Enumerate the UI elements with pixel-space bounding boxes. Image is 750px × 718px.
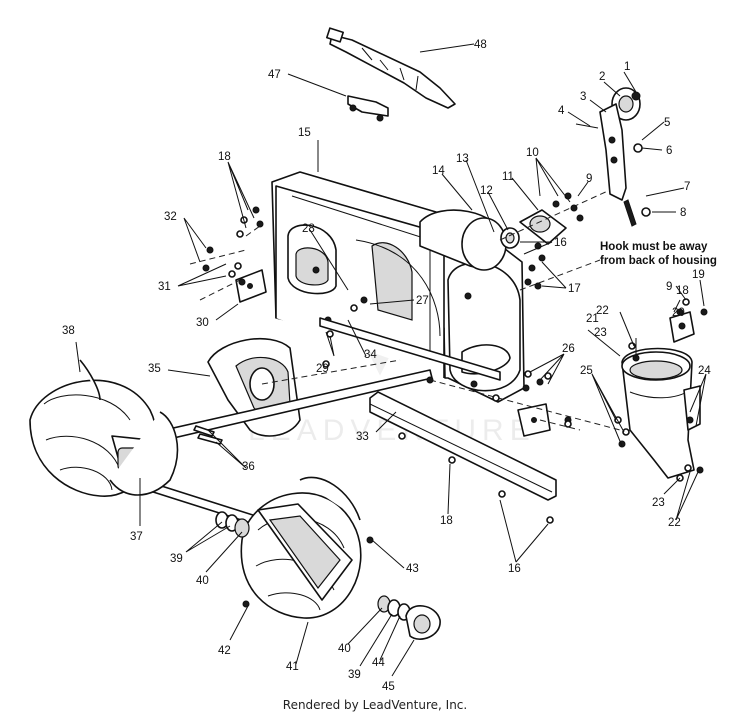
callout-32: 32 xyxy=(164,211,177,223)
note-line-2: from back of housing xyxy=(600,255,717,267)
callout-6: 6 xyxy=(666,145,672,157)
installation-note: Hook must be away from back of housing xyxy=(600,241,717,267)
callout-27: 27 xyxy=(416,295,429,307)
callout-25: 25 xyxy=(580,365,593,377)
drive-shaft xyxy=(325,27,456,109)
right-bearing-stack xyxy=(377,595,441,640)
callout-37: 37 xyxy=(130,531,143,543)
callout-33: 33 xyxy=(356,431,369,443)
footer-credit: Rendered by LeadVenture, Inc. xyxy=(282,698,468,712)
auger-right xyxy=(240,476,362,619)
callout-17: 17 xyxy=(568,283,581,295)
callout-41: 41 xyxy=(286,661,299,673)
callout-40-right: 40 xyxy=(338,643,351,655)
skid-shoe-left xyxy=(235,269,267,303)
callout-labels: 1 2 3 4 5 6 7 8 9 10 11 12 13 14 15 16 1… xyxy=(62,39,711,693)
callout-38: 38 xyxy=(62,325,75,337)
callout-5: 5 xyxy=(664,117,670,129)
callout-23-top: 23 xyxy=(594,327,607,339)
callout-11: 11 xyxy=(502,171,514,183)
callout-16-bottom: 16 xyxy=(508,563,521,575)
callout-22-top: 22 xyxy=(596,305,609,317)
callout-48: 48 xyxy=(474,39,487,51)
callout-1: 1 xyxy=(624,61,630,73)
callout-45: 45 xyxy=(382,681,395,693)
callout-2: 2 xyxy=(599,71,605,83)
callout-22-bottom: 22 xyxy=(668,517,681,529)
callout-4: 4 xyxy=(558,105,565,117)
callout-39-left: 39 xyxy=(170,553,183,565)
scraper-bar xyxy=(319,317,501,381)
pulley-assembly xyxy=(575,87,651,227)
callout-35: 35 xyxy=(148,363,161,375)
discharge-chute xyxy=(621,311,701,479)
callout-18-bottom: 18 xyxy=(440,515,453,527)
callout-43: 43 xyxy=(406,563,419,575)
assembly-lines xyxy=(189,189,621,431)
callout-19: 19 xyxy=(692,269,705,281)
callout-9-chute: 9 xyxy=(666,281,672,293)
callout-23-bottom: 23 xyxy=(652,497,665,509)
shave-plate xyxy=(369,391,557,501)
auger-housing xyxy=(271,171,525,403)
callout-10: 10 xyxy=(526,147,539,159)
hardware-fasteners xyxy=(202,192,708,608)
callout-44: 44 xyxy=(372,657,385,669)
auger-left xyxy=(29,359,179,497)
callout-40-left: 40 xyxy=(196,575,209,587)
callout-30: 30 xyxy=(196,317,209,329)
callout-47: 47 xyxy=(268,69,281,81)
bearing-housing xyxy=(500,209,567,249)
callout-29: 29 xyxy=(316,363,329,375)
callout-3: 3 xyxy=(580,91,586,103)
callout-24: 24 xyxy=(698,365,711,377)
callout-7: 7 xyxy=(684,181,690,193)
shaft-bracket xyxy=(347,95,389,122)
callout-39-right: 39 xyxy=(348,669,361,681)
callout-26: 26 xyxy=(562,343,575,355)
callout-13: 13 xyxy=(456,153,469,165)
callout-18-chute: 18 xyxy=(676,285,689,297)
callout-14: 14 xyxy=(432,165,445,177)
note-line-1: Hook must be away xyxy=(600,241,708,253)
callout-42: 42 xyxy=(218,645,231,657)
callout-15: 15 xyxy=(298,127,311,139)
callout-18-left: 18 xyxy=(218,151,231,163)
leader-lines xyxy=(75,43,707,677)
callout-16-upper: 16 xyxy=(554,237,567,249)
callout-8: 8 xyxy=(680,207,686,219)
callout-21: 21 xyxy=(586,313,599,325)
callout-28: 28 xyxy=(302,223,315,235)
callout-31: 31 xyxy=(158,281,171,293)
callout-36: 36 xyxy=(242,461,255,473)
callout-34: 34 xyxy=(364,349,377,361)
callout-20: 20 xyxy=(672,307,685,319)
callout-12: 12 xyxy=(480,185,493,197)
skid-shoe-right xyxy=(517,403,551,437)
callout-9-top: 9 xyxy=(586,173,592,185)
